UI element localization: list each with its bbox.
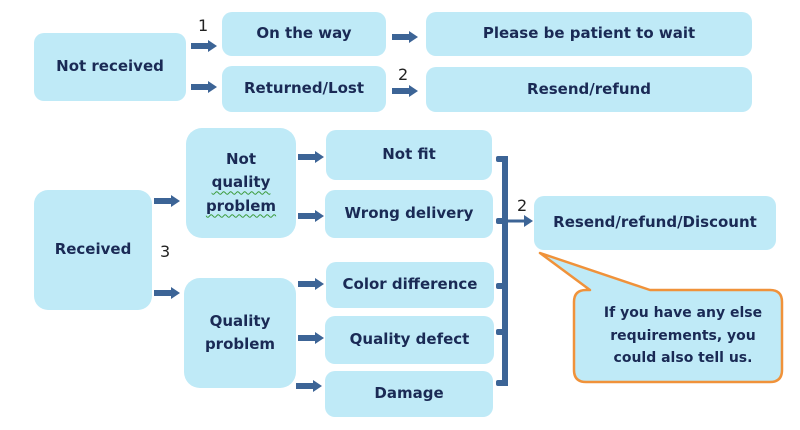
node-resend-refund: Resend/refund — [426, 67, 752, 112]
arrow-icon — [392, 85, 418, 97]
arrow-icon — [298, 151, 324, 163]
node-on-the-way: On the way — [222, 12, 386, 56]
callout-line: requirements, you — [610, 327, 756, 344]
node-not-quality-problem: Not quality problem — [186, 128, 296, 238]
bracket-tick — [496, 283, 508, 289]
node-label: Not received — [56, 57, 164, 76]
node-wrong-delivery: Wrong delivery — [325, 190, 493, 238]
node-label: problem — [204, 335, 276, 353]
node-resend-refund-discount: Resend/refund/Discount — [534, 196, 776, 250]
node-label: quality — [211, 173, 271, 192]
arrow-icon — [298, 332, 324, 344]
arrow-icon — [154, 287, 180, 299]
bracket-tick — [496, 156, 508, 162]
node-label: Not fit — [382, 145, 436, 164]
node-label: Quality defect — [349, 330, 470, 349]
bracket-tick — [496, 329, 508, 335]
node-received: Received — [34, 190, 152, 310]
step-number: 2 — [517, 196, 528, 215]
bracket-bar — [502, 156, 508, 386]
node-not-received: Not received — [34, 33, 186, 101]
node-label: On the way — [256, 24, 352, 43]
node-label: Resend/refund/Discount — [553, 213, 757, 232]
node-label: Wrong delivery — [344, 204, 474, 223]
arrow-icon — [191, 40, 217, 52]
node-label: Please be patient to wait — [482, 24, 696, 43]
step-number: 1 — [198, 16, 209, 35]
step-number: 2 — [398, 65, 409, 84]
arrow-icon — [154, 195, 180, 207]
arrow-icon — [191, 81, 217, 93]
node-quality-problem: Quality problem — [184, 278, 296, 388]
result-arrow-head — [524, 215, 533, 227]
callout-line: could also tell us. — [613, 350, 753, 367]
node-label: Resend/refund — [527, 79, 651, 98]
node-label: Damage — [374, 384, 444, 403]
node-label: problem — [205, 196, 277, 215]
node-label: Returned/Lost — [244, 79, 364, 98]
node-please-wait: Please be patient to wait — [426, 12, 752, 56]
node-returned-lost: Returned/Lost — [222, 66, 386, 112]
arrow-icon — [298, 278, 324, 290]
node-label: Quality — [209, 311, 271, 330]
arrow-icon — [298, 210, 324, 222]
node-label: Received — [54, 240, 132, 259]
bracket-tick — [496, 380, 508, 386]
node-quality-defect: Quality defect — [325, 316, 494, 364]
callout-line: If you have any else — [603, 305, 763, 322]
node-damage: Damage — [325, 371, 493, 417]
arrow-icon — [296, 380, 322, 392]
node-color-difference: Color difference — [326, 262, 494, 308]
node-label: Not — [225, 150, 257, 169]
callout-text: If you have any else requirements, you c… — [578, 292, 788, 380]
arrow-icon — [392, 31, 418, 43]
node-not-fit: Not fit — [326, 130, 492, 180]
node-label: Color difference — [342, 275, 478, 294]
bracket-tick — [496, 218, 508, 224]
callout-bubble — [538, 251, 784, 384]
step-number: 3 — [160, 242, 171, 261]
